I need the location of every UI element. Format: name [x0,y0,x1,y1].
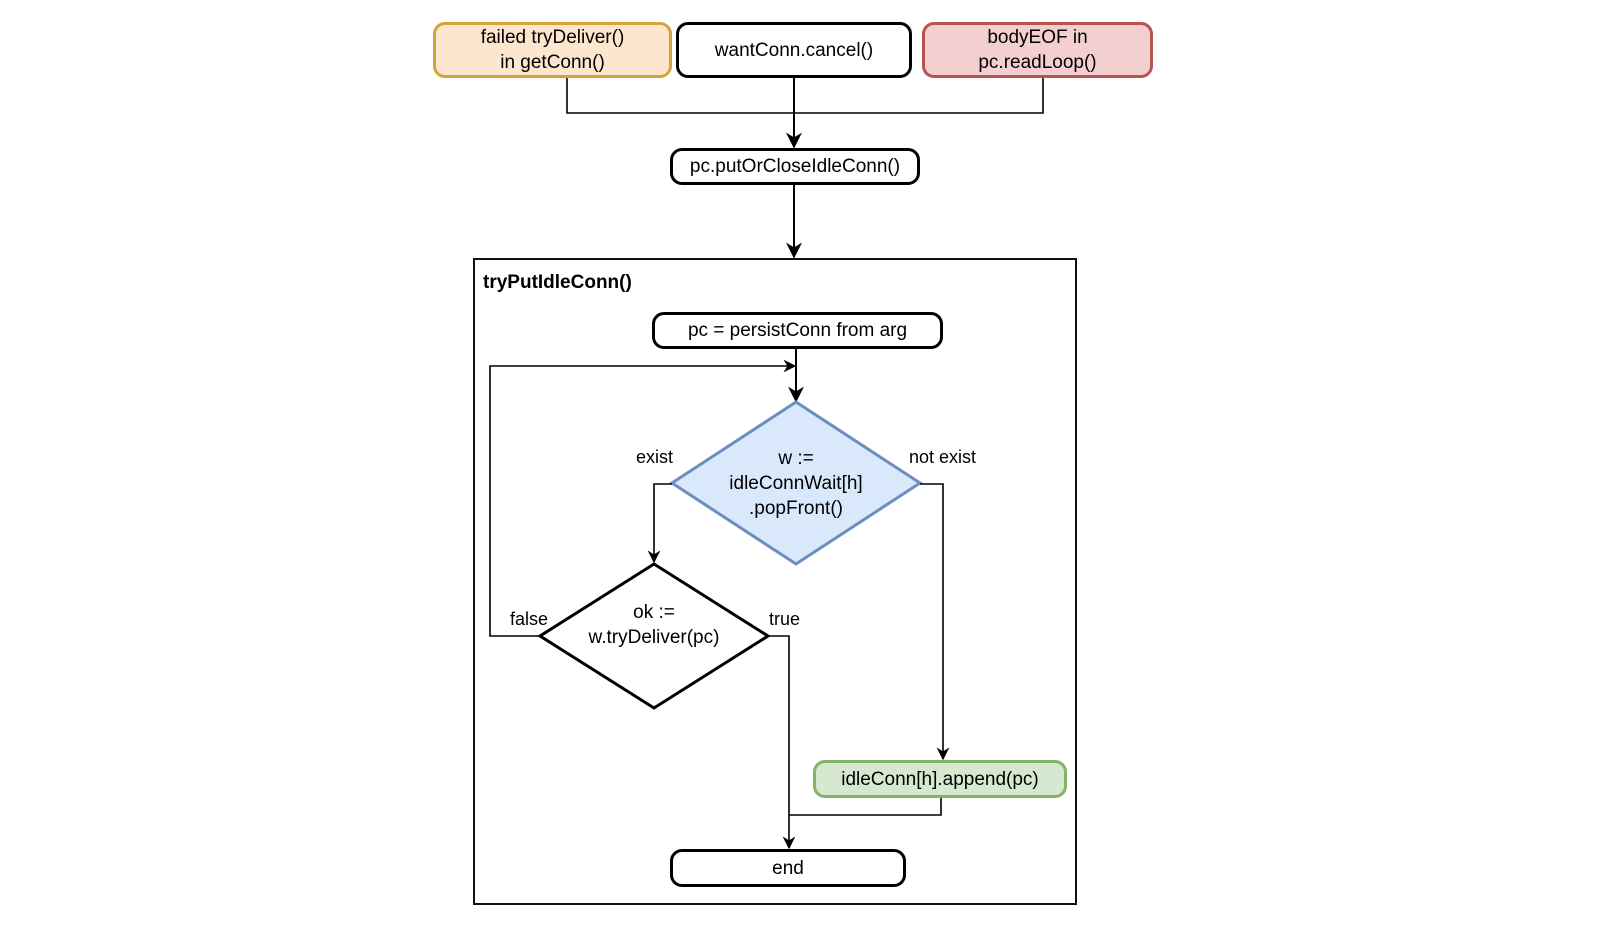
edge-exist [647,483,672,564]
edge-source3-merge [794,77,1044,114]
merge-node: pc.putOrCloseIdleConn() [670,148,920,185]
source-failed-trydeliver: failed tryDeliver() in getConn() [433,22,672,78]
edge-true [768,635,796,850]
source-bodyeof-label: bodyEOF in pc.readLoop() [978,27,1097,73]
edge-false-loop [489,359,797,637]
merge-node-label: pc.putOrCloseIdleConn() [689,156,901,177]
branch-false-label: false [510,609,549,629]
edge-source1-merge [566,78,794,114]
decision-deliver-label: ok := w.tryDeliver(pc) [588,602,720,648]
edge-not-exist [920,483,950,761]
branch-true-label: true [769,609,801,629]
append-node: idleConn[h].append(pc) [813,760,1067,798]
end-node: end [670,849,906,887]
source-wantconn-cancel: wantConn.cancel() [676,22,912,78]
append-node-label: idleConn[h].append(pc) [841,768,1039,790]
decision-wait-shape [669,400,923,566]
source-bodyeof: bodyEOF in pc.readLoop() [922,22,1153,78]
start-node: pc = persistConn from arg [652,312,943,349]
source-failed-trydeliver-label: failed tryDeliver() in getConn() [480,27,625,73]
edge-append-end [789,797,942,816]
decision-wait-label: w := idleConnWait[h] .popFront() [729,448,863,519]
source-wantconn-cancel-label: wantConn.cancel() [714,39,874,61]
branch-exist-label: exist [636,447,674,467]
container-title: tryPutIdleConn() [483,272,632,293]
decision-deliver-shape [537,562,771,710]
branch-not-exist-label: not exist [909,447,977,467]
tryputidleconn-container [473,258,1077,905]
end-node-label: end [772,857,804,879]
start-node-label: pc = persistConn from arg [687,320,908,341]
